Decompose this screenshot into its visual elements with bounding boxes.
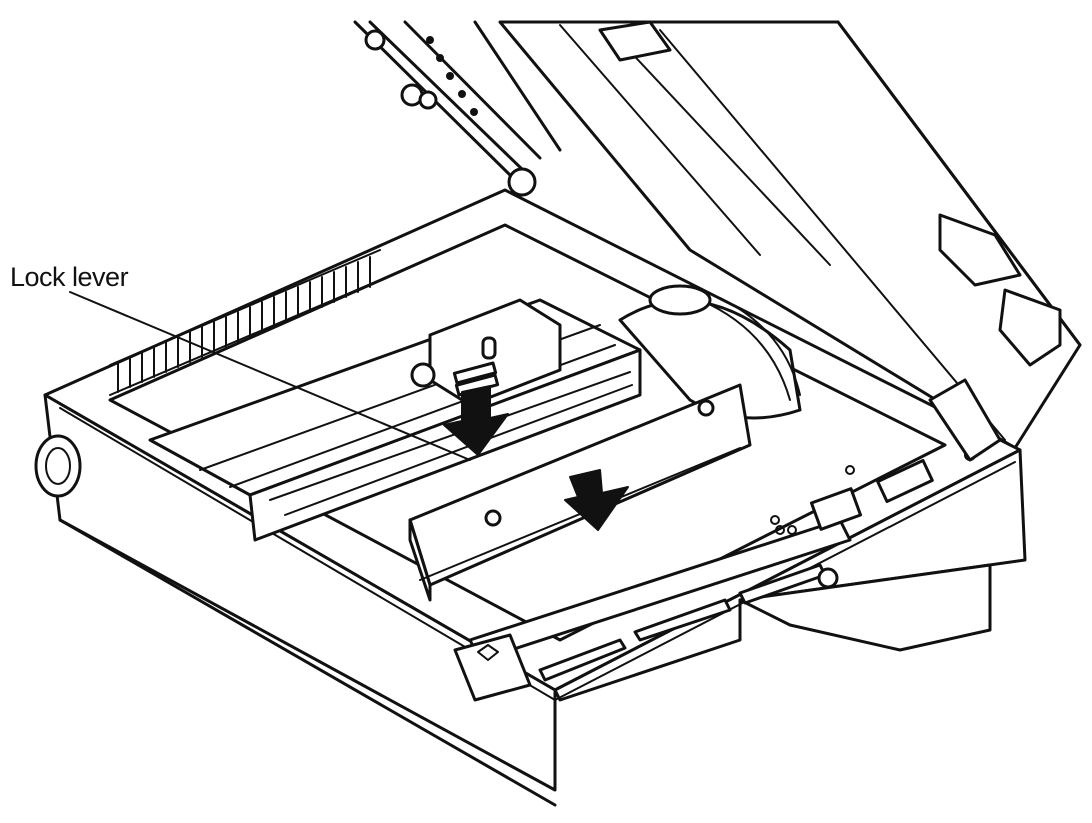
front-foot [453,633,532,702]
right-panel [770,378,1002,589]
arrow-lock-lever [443,361,509,456]
arrow-release [564,469,629,531]
callout-leader-line [69,291,471,461]
print-head-carriage [148,298,642,542]
vent-slots [109,249,381,396]
front-foot-diamond [477,644,499,661]
printer-cover [498,20,1082,450]
paper-guide [353,20,562,197]
lock-lever-label: Lock lever [10,262,129,292]
